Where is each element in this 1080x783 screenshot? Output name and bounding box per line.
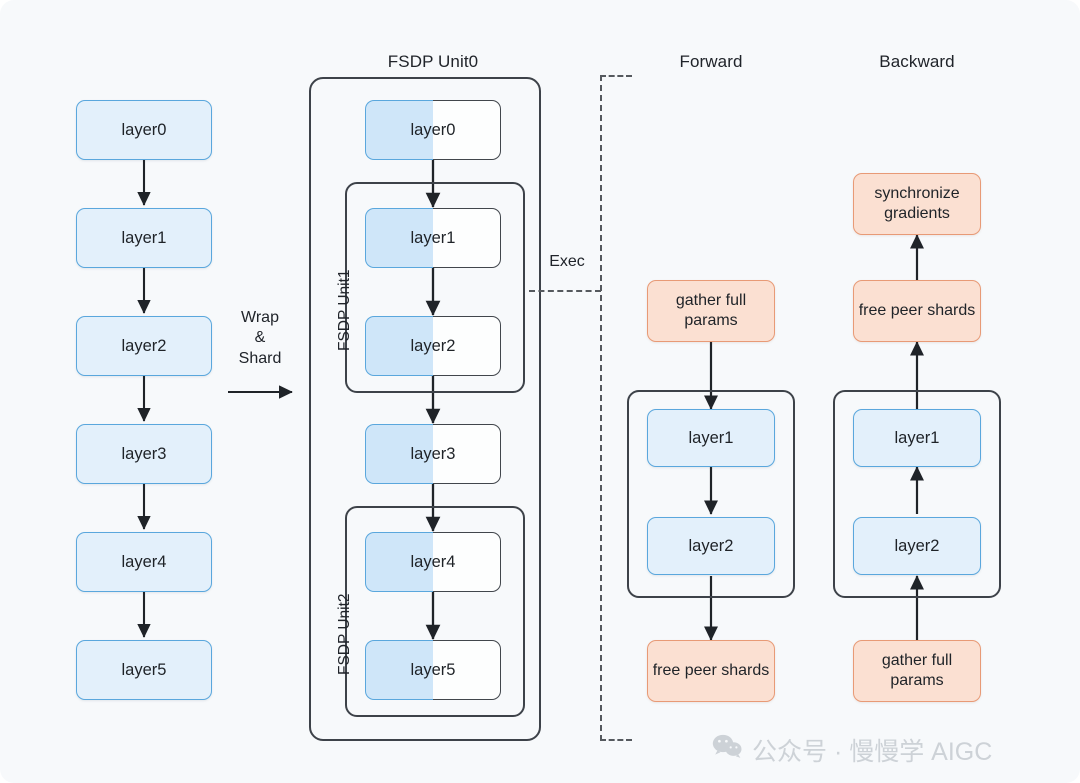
watermark: 公众号 · 慢慢学 AIGC xyxy=(712,732,992,768)
fsdp-layer-shard-half-4 xyxy=(365,532,433,592)
backward-step-free-peer-shards[interactable]: free peer shards xyxy=(853,280,981,342)
wrap-and-shard-label: Wrap & Shard xyxy=(238,309,282,367)
forward-step-gather-full-params[interactable]: gather full params xyxy=(647,280,775,342)
model-layer-box-2[interactable]: layer2 xyxy=(76,316,212,376)
exec-region-bracket-bottom xyxy=(600,739,632,741)
model-layer-label-2: layer2 xyxy=(121,336,167,355)
backward-layer-box-2[interactable]: layer2 xyxy=(853,517,981,575)
forward-unit-container xyxy=(627,390,795,598)
fsdp-layer-label-5: layer5 xyxy=(410,660,456,679)
forward-gather-label: gather full params xyxy=(675,292,747,329)
fsdp-unit0-title: FSDP Unit0 xyxy=(387,52,479,71)
backward-layer-label-1: layer1 xyxy=(894,428,940,447)
forward-layer-box-1[interactable]: layer1 xyxy=(647,409,775,467)
watermark-text: 公众号 · 慢慢学 AIGC xyxy=(752,738,993,766)
fsdp-unit1-container xyxy=(345,182,525,393)
fsdp-layer-box-4[interactable]: layer4 xyxy=(365,532,501,592)
backward-gather-label: gather full params xyxy=(881,652,953,689)
model-layer-box-1[interactable]: layer1 xyxy=(76,208,212,268)
fsdp-layer-empty-half-3 xyxy=(433,424,501,484)
fsdp-unit1-label: FSDP Unit1 xyxy=(336,269,353,351)
fsdp-layer-empty-half-1 xyxy=(433,208,501,268)
forward-layer-label-1: layer1 xyxy=(688,428,734,447)
backward-layer-box-1[interactable]: layer1 xyxy=(853,409,981,467)
fsdp-layer-shard-half-2 xyxy=(365,316,433,376)
model-layer-label-4: layer4 xyxy=(121,552,167,571)
model-layer-label-0: layer0 xyxy=(121,120,167,139)
backward-step-synchronize-gradients[interactable]: synchronize gradients xyxy=(853,173,981,235)
fsdp-layer-label-0: layer0 xyxy=(410,120,456,139)
fsdp-layer-shard-half-5 xyxy=(365,640,433,700)
forward-heading: Forward xyxy=(679,52,743,71)
exec-region-bracket-vertical xyxy=(600,75,602,741)
wechat-icon xyxy=(712,734,742,766)
backward-heading: Backward xyxy=(879,52,955,71)
fsdp-layer-label-2: layer2 xyxy=(410,336,456,355)
fsdp-layer-shard-half-1 xyxy=(365,208,433,268)
fsdp-layer-box-0[interactable]: layer0 xyxy=(365,100,501,160)
fsdp-layer-empty-half-0 xyxy=(433,100,501,160)
fsdp-layer-empty-half-2 xyxy=(433,316,501,376)
fsdp-layer-box-3[interactable]: layer3 xyxy=(365,424,501,484)
fsdp-layer-box-1[interactable]: layer1 xyxy=(365,208,501,268)
fsdp-unit0-container xyxy=(309,77,541,741)
model-layer-box-4[interactable]: layer4 xyxy=(76,532,212,592)
fsdp-layer-box-5[interactable]: layer5 xyxy=(365,640,501,700)
fsdp-layer-empty-half-4 xyxy=(433,532,501,592)
forward-free-label: free peer shards xyxy=(652,662,770,679)
fsdp-layer-box-2[interactable]: layer2 xyxy=(365,316,501,376)
exec-connector-line xyxy=(529,290,601,292)
fsdp-layer-label-1: layer1 xyxy=(410,228,456,247)
backward-unit-container xyxy=(833,390,1001,598)
backward-layer-label-2: layer2 xyxy=(894,536,940,555)
fsdp-layer-label-4: layer4 xyxy=(410,552,456,571)
model-layer-box-0[interactable]: layer0 xyxy=(76,100,212,160)
fsdp-layer-shard-half-0 xyxy=(365,100,433,160)
forward-layer-box-2[interactable]: layer2 xyxy=(647,517,775,575)
fsdp-unit2-container xyxy=(345,506,525,717)
forward-layer-label-2: layer2 xyxy=(688,536,734,555)
fsdp-layer-shard-half-3 xyxy=(365,424,433,484)
model-layer-label-3: layer3 xyxy=(121,444,167,463)
exec-region-bracket-top xyxy=(600,75,632,77)
model-layer-box-5[interactable]: layer5 xyxy=(76,640,212,700)
model-layer-label-1: layer1 xyxy=(121,228,167,247)
backward-sync-label: synchronize gradients xyxy=(874,185,960,222)
fsdp-layer-empty-half-5 xyxy=(433,640,501,700)
model-layer-label-5: layer5 xyxy=(121,660,167,679)
forward-step-free-peer-shards[interactable]: free peer shards xyxy=(647,640,775,702)
fsdp-unit2-label: FSDP Unit2 xyxy=(336,593,353,675)
fsdp-layer-label-3: layer3 xyxy=(410,444,456,463)
model-layer-box-3[interactable]: layer3 xyxy=(76,424,212,484)
backward-free-label: free peer shards xyxy=(858,302,976,319)
exec-label: Exec xyxy=(549,253,585,270)
backward-step-gather-full-params[interactable]: gather full params xyxy=(853,640,981,702)
